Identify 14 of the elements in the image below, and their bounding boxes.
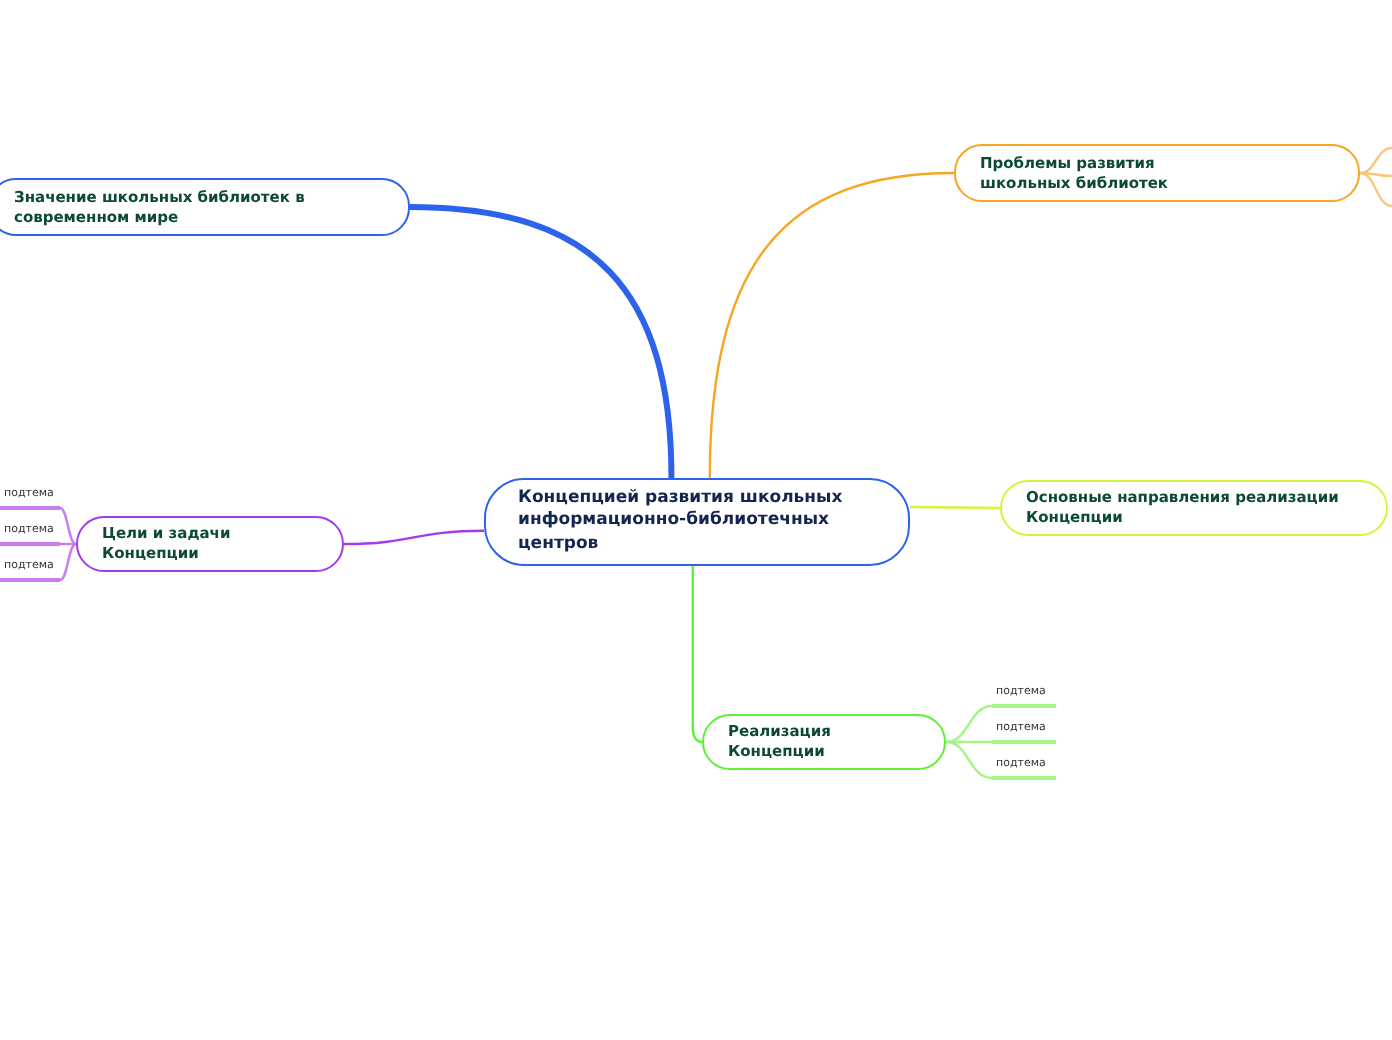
connector-line — [910, 505, 1000, 510]
connector-line — [691, 566, 703, 744]
connector-line — [945, 740, 993, 780]
connector-line — [1359, 146, 1392, 175]
connector-line — [1359, 171, 1392, 208]
connector-line — [708, 171, 955, 479]
central-topic-box: Концепцией развития школьных информационно-библиотечных центров — [484, 478, 910, 566]
connector-line — [1359, 171, 1392, 178]
connector-line — [946, 740, 992, 744]
connector-line — [344, 529, 484, 546]
connector-line — [409, 204, 675, 479]
connector-line — [59, 542, 77, 582]
connector-line — [945, 704, 993, 744]
connector-line — [59, 506, 77, 546]
